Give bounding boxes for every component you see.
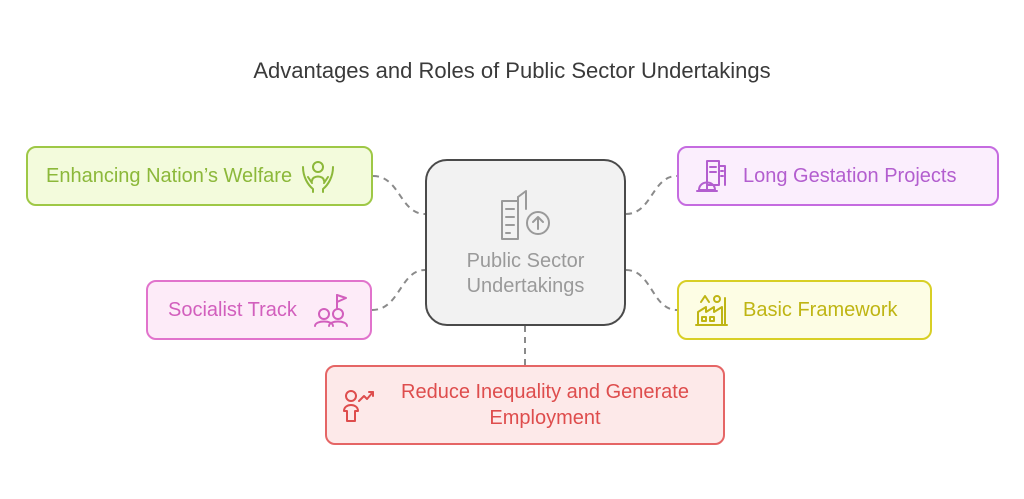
node-label: Long Gestation Projects bbox=[743, 164, 957, 187]
node-socialist-track: Socialist Track bbox=[146, 280, 372, 340]
center-node: Public Sector Undertakings bbox=[425, 159, 626, 326]
node-label: Basic Framework bbox=[743, 298, 898, 321]
node-label: Reduce Inequality and Generate Employmen… bbox=[401, 381, 689, 429]
node-reduce-inequality: Reduce Inequality and Generate Employmen… bbox=[325, 365, 725, 445]
node-long-gestation: Long Gestation Projects bbox=[677, 146, 999, 206]
construction-building-icon bbox=[695, 158, 729, 194]
diagram-title: Advantages and Roles of Public Sector Un… bbox=[253, 58, 771, 83]
connector-framework bbox=[625, 269, 678, 311]
node-label: Enhancing Nation’s Welfare bbox=[46, 164, 293, 187]
people-care-icon bbox=[300, 159, 336, 193]
node-enhancing-welfare: Enhancing Nation’s Welfare bbox=[26, 146, 373, 206]
person-growth-icon bbox=[341, 387, 375, 423]
connector-gestation bbox=[625, 175, 678, 215]
connector-welfare bbox=[372, 175, 426, 215]
node-basic-framework: Basic Framework bbox=[677, 280, 932, 340]
people-flag-icon bbox=[313, 292, 349, 328]
factory-framework-icon bbox=[695, 292, 729, 328]
public-building-growth-icon bbox=[496, 187, 556, 243]
connector-socialist bbox=[371, 269, 426, 311]
center-label: Public Sector Undertakings bbox=[466, 249, 585, 297]
node-label: Socialist Track bbox=[168, 298, 297, 321]
